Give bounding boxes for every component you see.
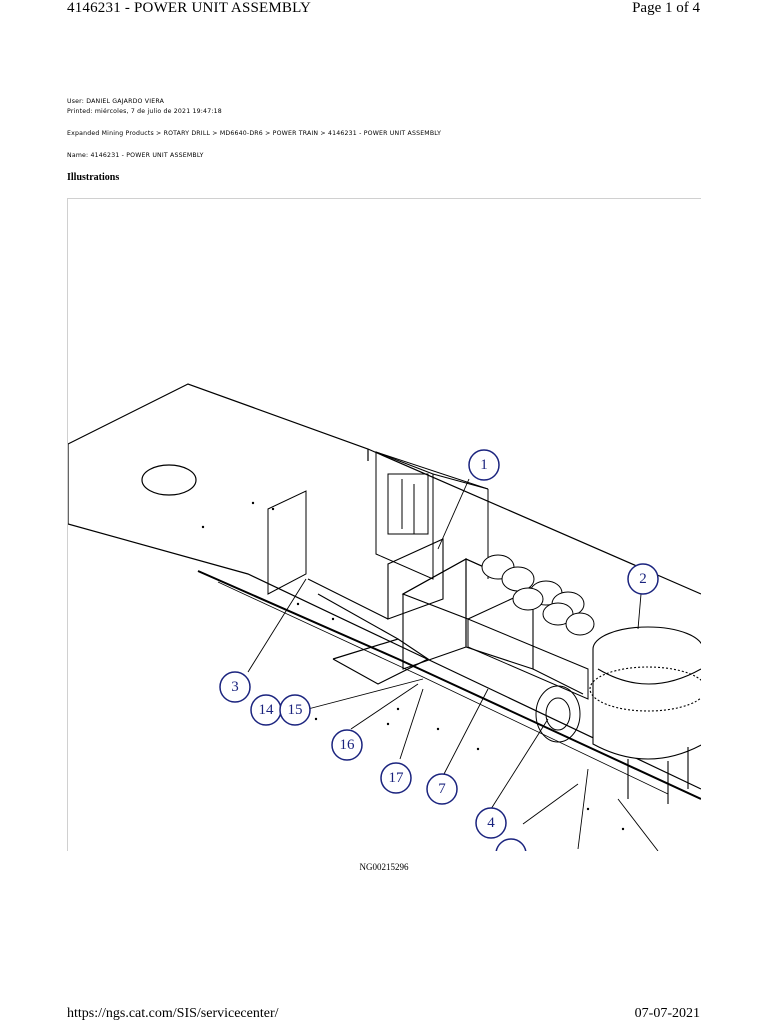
callout-label: 7 <box>438 781 446 797</box>
callout-label: 4 <box>487 815 495 831</box>
callout-2: 2 <box>627 563 659 595</box>
footer-url: https://ngs.cat.com/SIS/servicecenter/ <box>67 1006 279 1021</box>
callout-partial <box>495 838 527 851</box>
callout-1: 1 <box>468 449 500 481</box>
rear-cabinet <box>267 451 489 595</box>
callout-label: 14 <box>259 702 275 718</box>
callout-4: 4 <box>475 807 507 839</box>
document-title: 4146231 - POWER UNIT ASSEMBLY <box>67 0 312 16</box>
callout-label: 15 <box>288 702 303 718</box>
page-number: Page 1 of 4 <box>632 0 700 16</box>
illustration-frame: 1 2 3 14 15 16 17 7 <box>67 198 701 851</box>
name-line: Name: 4146231 - POWER UNIT ASSEMBLY <box>67 152 204 159</box>
platform-base <box>68 383 701 800</box>
breadcrumb: Expanded Mining Products > ROTARY DRILL … <box>67 130 442 137</box>
callout-label: 1 <box>480 457 488 473</box>
user-line: User: DANIEL GAJARDO VIERA <box>67 98 165 105</box>
tank <box>589 626 701 804</box>
callout-label: 16 <box>340 737 356 753</box>
pump-coupling <box>532 668 584 743</box>
callout-17: 17 <box>380 762 412 794</box>
footer-date: 07-07-2021 <box>634 1006 700 1021</box>
deck-dots <box>201 501 625 831</box>
air-filters <box>467 554 595 700</box>
callout-label: 17 <box>389 770 405 786</box>
callout-15: 15 <box>279 694 311 726</box>
callout-label: 2 <box>639 571 647 587</box>
callout-label: 3 <box>231 679 239 695</box>
callout-7: 7 <box>426 773 458 805</box>
callout-16: 16 <box>331 729 363 761</box>
callout-3: 3 <box>219 671 251 703</box>
leader-lines <box>247 478 659 851</box>
callout-14: 14 <box>250 694 282 726</box>
printed-line: Printed: miércoles, 7 de julio de 2021 1… <box>67 108 222 115</box>
figure-id: NG00215296 <box>359 862 409 872</box>
illustrations-heading: Illustrations <box>67 172 120 183</box>
power-unit-drawing: 1 2 3 14 15 16 17 7 <box>68 383 701 851</box>
